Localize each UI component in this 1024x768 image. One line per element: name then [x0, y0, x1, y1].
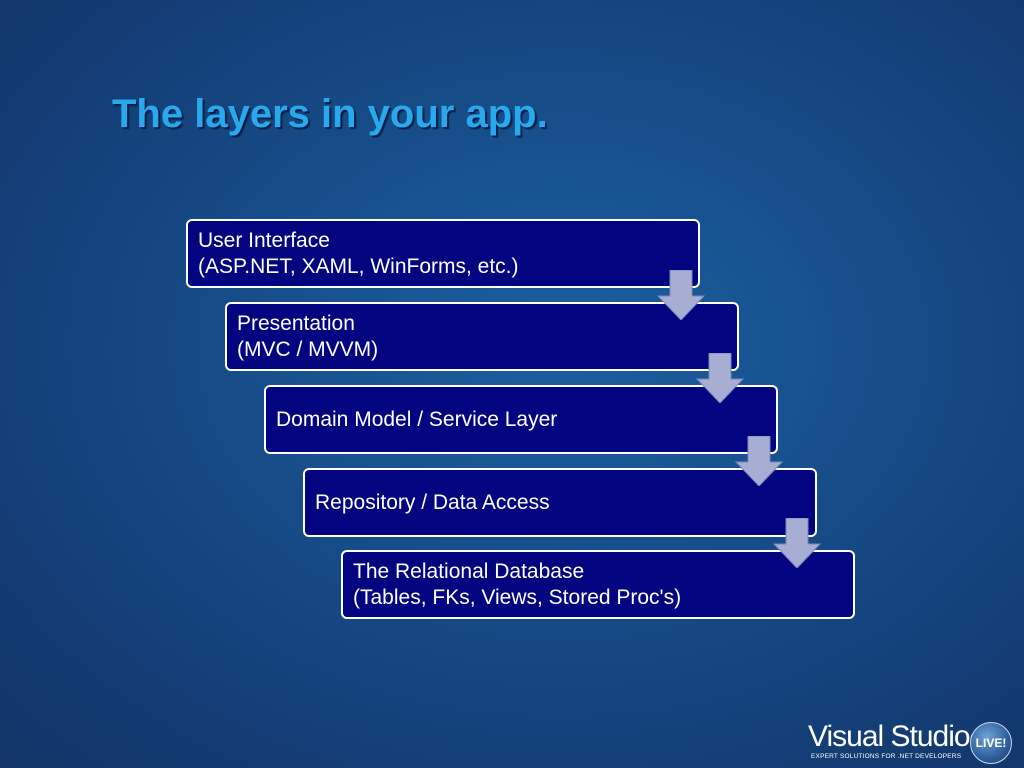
- down-arrow-icon: [772, 518, 822, 568]
- layer-domain-model: Domain Model / Service Layer: [264, 385, 778, 454]
- layer-repository: Repository / Data Access: [303, 468, 817, 537]
- layer-label: The Relational Database: [353, 559, 585, 583]
- layer-sublabel: (Tables, FKs, Views, Stored Proc's): [353, 585, 682, 609]
- layer-label: Domain Model / Service Layer: [276, 407, 558, 431]
- visual-studio-live-logo: Visual Studio® EXPERT SOLUTIONS FOR .NET…: [808, 720, 1014, 764]
- layer-label: Repository / Data Access: [315, 490, 550, 514]
- layer-label: User Interface: [198, 228, 330, 252]
- layer-label: Presentation: [237, 311, 355, 335]
- slide-title: The layers in your app.: [112, 92, 548, 136]
- down-arrow-icon: [734, 436, 784, 486]
- logo-wordmark: Visual Studio®: [808, 720, 977, 753]
- layer-sublabel: (MVC / MVVM): [237, 337, 379, 361]
- layer-relational-database: The Relational Database (Tables, FKs, Vi…: [341, 550, 855, 619]
- layer-presentation: Presentation (MVC / MVVM): [225, 302, 739, 371]
- down-arrow-icon: [656, 270, 706, 320]
- down-arrow-icon: [695, 353, 745, 403]
- layer-user-interface: User Interface (ASP.NET, XAML, WinForms,…: [186, 219, 700, 288]
- layer-sublabel: (ASP.NET, XAML, WinForms, etc.): [198, 254, 519, 278]
- logo-tagline: EXPERT SOLUTIONS FOR .NET DEVELOPERS: [811, 753, 962, 760]
- live-badge-icon: LIVE!: [970, 722, 1012, 764]
